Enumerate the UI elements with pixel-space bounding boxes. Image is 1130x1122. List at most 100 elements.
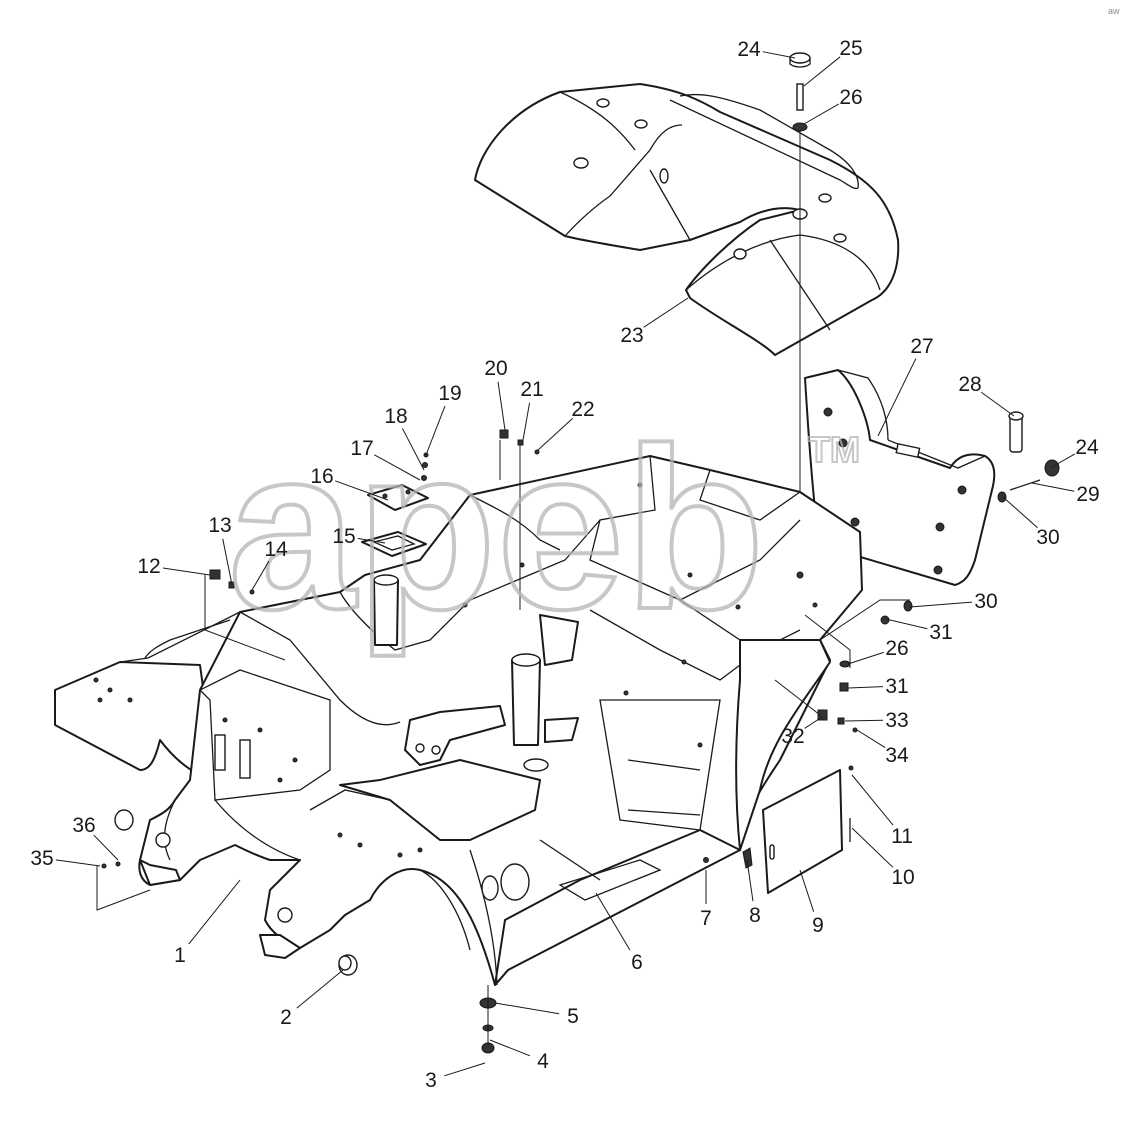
callout-number: 29 xyxy=(1076,483,1099,506)
corner-logo: aw xyxy=(1108,6,1120,16)
callout-17: 17 xyxy=(350,437,421,481)
callout-30: 30 xyxy=(1002,496,1060,549)
watermark-tm: TM xyxy=(808,429,860,470)
leader-line xyxy=(1002,496,1038,529)
callout-number: 16 xyxy=(310,465,333,488)
callout-number: 34 xyxy=(885,744,909,767)
leader-line xyxy=(162,567,211,576)
leader-line xyxy=(762,51,796,59)
callout-number: 24 xyxy=(737,38,761,61)
leader-line xyxy=(93,834,119,861)
callout-number: 6 xyxy=(631,951,643,974)
fasteners-right xyxy=(817,600,913,733)
part-24-cap-right xyxy=(1044,459,1060,477)
callout-7: 7 xyxy=(700,870,712,930)
callout-number: 26 xyxy=(885,637,908,660)
callout-number: 3 xyxy=(425,1069,437,1092)
callout-number: 30 xyxy=(974,590,997,613)
part-30-washer-right xyxy=(997,491,1007,503)
callout-number: 9 xyxy=(812,914,824,937)
part-1-main-frame xyxy=(54,455,863,986)
leader-line xyxy=(1051,453,1076,468)
callout-number: 11 xyxy=(891,825,913,848)
leader-line xyxy=(444,1062,486,1077)
callout-number: 13 xyxy=(208,514,231,537)
part-9-cover-plate xyxy=(762,769,843,894)
callout-24: 24 xyxy=(1051,436,1099,468)
callout-number: 20 xyxy=(484,357,507,380)
leader-line xyxy=(222,538,233,586)
callout-number: 31 xyxy=(929,621,952,644)
leader-line xyxy=(803,103,840,125)
watermark: apeb TM xyxy=(226,398,861,659)
callout-number: 14 xyxy=(264,538,288,561)
part-36-bushing xyxy=(114,809,134,831)
callout-11: 11 xyxy=(851,774,913,848)
callout-number: 8 xyxy=(749,904,761,927)
callout-number: 36 xyxy=(72,814,95,837)
leader-line xyxy=(856,729,886,749)
callout-number: 32 xyxy=(781,725,804,748)
callout-34: 34 xyxy=(856,729,909,767)
callout-number: 25 xyxy=(839,37,862,60)
callout-number: 35 xyxy=(30,847,53,870)
callout-8: 8 xyxy=(746,859,761,927)
leader-line xyxy=(885,618,928,630)
callout-26: 26 xyxy=(803,86,863,125)
callout-23: 23 xyxy=(620,297,689,347)
part-16-top-plate xyxy=(367,484,429,511)
leader-line xyxy=(746,859,754,902)
leader-line xyxy=(296,969,344,1009)
part-35-bolt xyxy=(101,861,121,869)
callout-33: 33 xyxy=(844,709,909,732)
callout-5: 5 xyxy=(494,1002,579,1028)
callout-19: 19 xyxy=(425,382,462,456)
callout-31: 31 xyxy=(847,675,909,698)
callout-number: 4 xyxy=(537,1050,549,1073)
leader-line xyxy=(847,651,884,665)
callout-26: 26 xyxy=(847,637,909,665)
callout-18: 18 xyxy=(384,405,425,471)
callout-number: 24 xyxy=(1075,436,1099,459)
leader-line xyxy=(188,879,241,945)
callout-9: 9 xyxy=(799,869,824,937)
callout-29: 29 xyxy=(1031,482,1100,506)
leader-line xyxy=(334,480,389,501)
leader-line xyxy=(537,418,573,451)
callout-1: 1 xyxy=(174,879,241,967)
callout-35: 35 xyxy=(30,847,101,870)
callout-number: 31 xyxy=(885,675,908,698)
callout-number: 7 xyxy=(700,907,712,930)
callout-25: 25 xyxy=(803,37,863,87)
leader-line xyxy=(799,869,815,912)
callout-30: 30 xyxy=(909,590,998,613)
part-10-11-pins xyxy=(848,765,854,842)
callout-32: 32 xyxy=(781,716,823,748)
leader-line xyxy=(643,297,689,328)
leader-line xyxy=(851,827,894,868)
callout-number: 22 xyxy=(571,398,594,421)
leader-line xyxy=(877,358,917,437)
callout-number: 23 xyxy=(620,324,643,347)
leader-line xyxy=(1031,482,1075,492)
callout-number: 30 xyxy=(1036,526,1059,549)
callout-31: 31 xyxy=(885,618,953,644)
leader-line xyxy=(909,601,973,608)
callout-14: 14 xyxy=(251,538,288,591)
callout-21: 21 xyxy=(520,378,544,441)
callout-22: 22 xyxy=(537,398,595,451)
part-26-washer-top xyxy=(792,122,808,132)
leader-line xyxy=(494,1002,560,1015)
callout-number: 10 xyxy=(891,866,914,889)
part-25-bolt xyxy=(796,83,804,111)
leader-line xyxy=(497,381,506,431)
part-8-latch xyxy=(742,847,753,869)
callout-2: 2 xyxy=(280,969,344,1029)
callout-number: 27 xyxy=(910,335,933,358)
callout-number: 17 xyxy=(350,437,373,460)
part-15-gasket xyxy=(361,531,427,557)
leader-line xyxy=(55,859,101,867)
leader-line xyxy=(981,391,1015,417)
leader-line xyxy=(851,774,894,826)
